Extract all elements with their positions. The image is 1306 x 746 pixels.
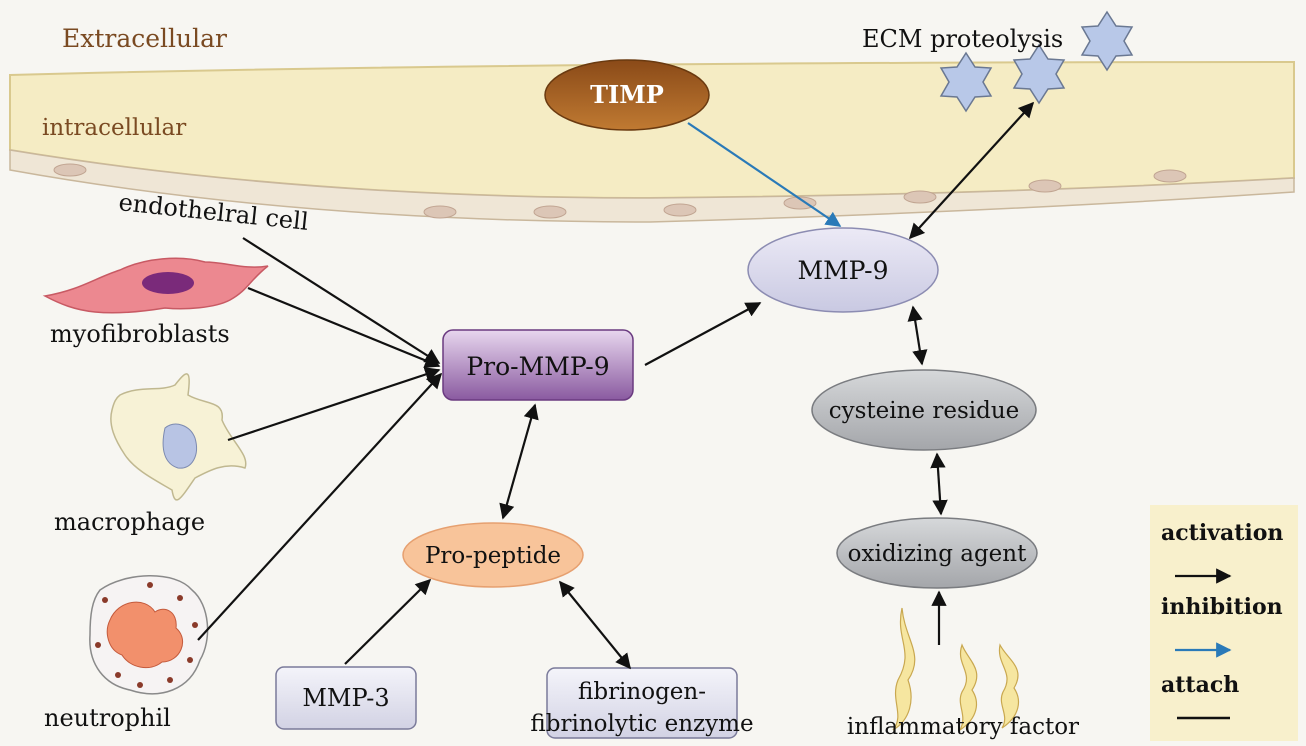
arrow-cysteine-oxidizing — [930, 452, 948, 516]
oxidizing-agent-label: oxidizing agent — [848, 541, 1027, 567]
pro-peptide-label: Pro-peptide — [425, 543, 561, 569]
legend-activation-label: activation — [1161, 520, 1283, 546]
fibrinogen-label-line1: fibrinogen- — [578, 679, 706, 705]
flame-icon — [892, 607, 916, 731]
intracellular-label: intracellular — [42, 115, 186, 141]
star-icon — [1012, 43, 1066, 105]
ecm-proteolysis-label: ECM proteolysis — [862, 25, 1063, 53]
macrophage-label: macrophage — [54, 508, 205, 536]
arrow-endothelial-to-promm9 — [242, 237, 441, 364]
myofibroblasts-label: myofibroblasts — [50, 320, 230, 348]
cysteine-residue-node — [811, 369, 1037, 451]
arrow-neutrophil-to-promm9 — [197, 372, 443, 641]
arrow-macrophage-to-promm9 — [227, 367, 441, 442]
flame-icon — [959, 643, 978, 731]
timp-node — [544, 59, 710, 131]
inflammatory-factor-icons — [892, 607, 1020, 731]
arrow-promm9-to-mmp9 — [644, 302, 762, 366]
star-icon — [1080, 10, 1134, 72]
arrow-mmp3-to-propeptide — [344, 578, 432, 665]
flame-icon — [998, 643, 1020, 729]
fibrinogen-node — [546, 667, 738, 739]
legend-box — [1150, 505, 1298, 741]
pathway-arrows — [197, 101, 1035, 670]
myofibroblast-cell-icon — [42, 257, 269, 314]
endothelial-nuclei — [53, 163, 1187, 219]
pro-mmp9-node — [442, 329, 634, 401]
macrophage-cell-icon — [110, 373, 247, 501]
neutrophil-label: neutrophil — [44, 704, 171, 732]
cysteine-residue-label: cysteine residue — [829, 398, 1020, 424]
inflammatory-factor-label: inflammatory factor — [847, 714, 1079, 740]
ecm-star-icons — [939, 10, 1134, 113]
arrow-fibrinogen-propeptide — [559, 580, 631, 670]
legend-inhibition-label: inhibition — [1161, 594, 1283, 620]
legend: activation inhibition attach — [1150, 505, 1298, 741]
neutrophil-cell-icon — [89, 575, 209, 695]
oxidizing-agent-node — [836, 517, 1038, 589]
arrow-mmp9-ecm — [908, 101, 1035, 240]
arrow-mmp9-cysteine — [907, 305, 928, 366]
pro-mmp9-label: Pro-MMP-9 — [466, 352, 609, 381]
fibrinogen-label-line2: fibrinolytic enzyme — [530, 711, 753, 737]
extracellular-label: Extracellular — [62, 24, 227, 53]
mmp3-label: MMP-3 — [302, 684, 389, 712]
arrow-timp-inhibits-mmp9 — [687, 122, 842, 227]
mmp3-node — [275, 666, 417, 730]
timp-label: TIMP — [590, 80, 664, 109]
mmp9-node — [747, 227, 939, 313]
pro-peptide-node — [402, 522, 584, 588]
arrow-promm9-propeptide — [499, 403, 539, 520]
mmp9-label: MMP-9 — [797, 256, 888, 285]
legend-attach-label: attach — [1161, 672, 1239, 698]
arrow-myofibroblast-to-promm9 — [247, 286, 441, 368]
